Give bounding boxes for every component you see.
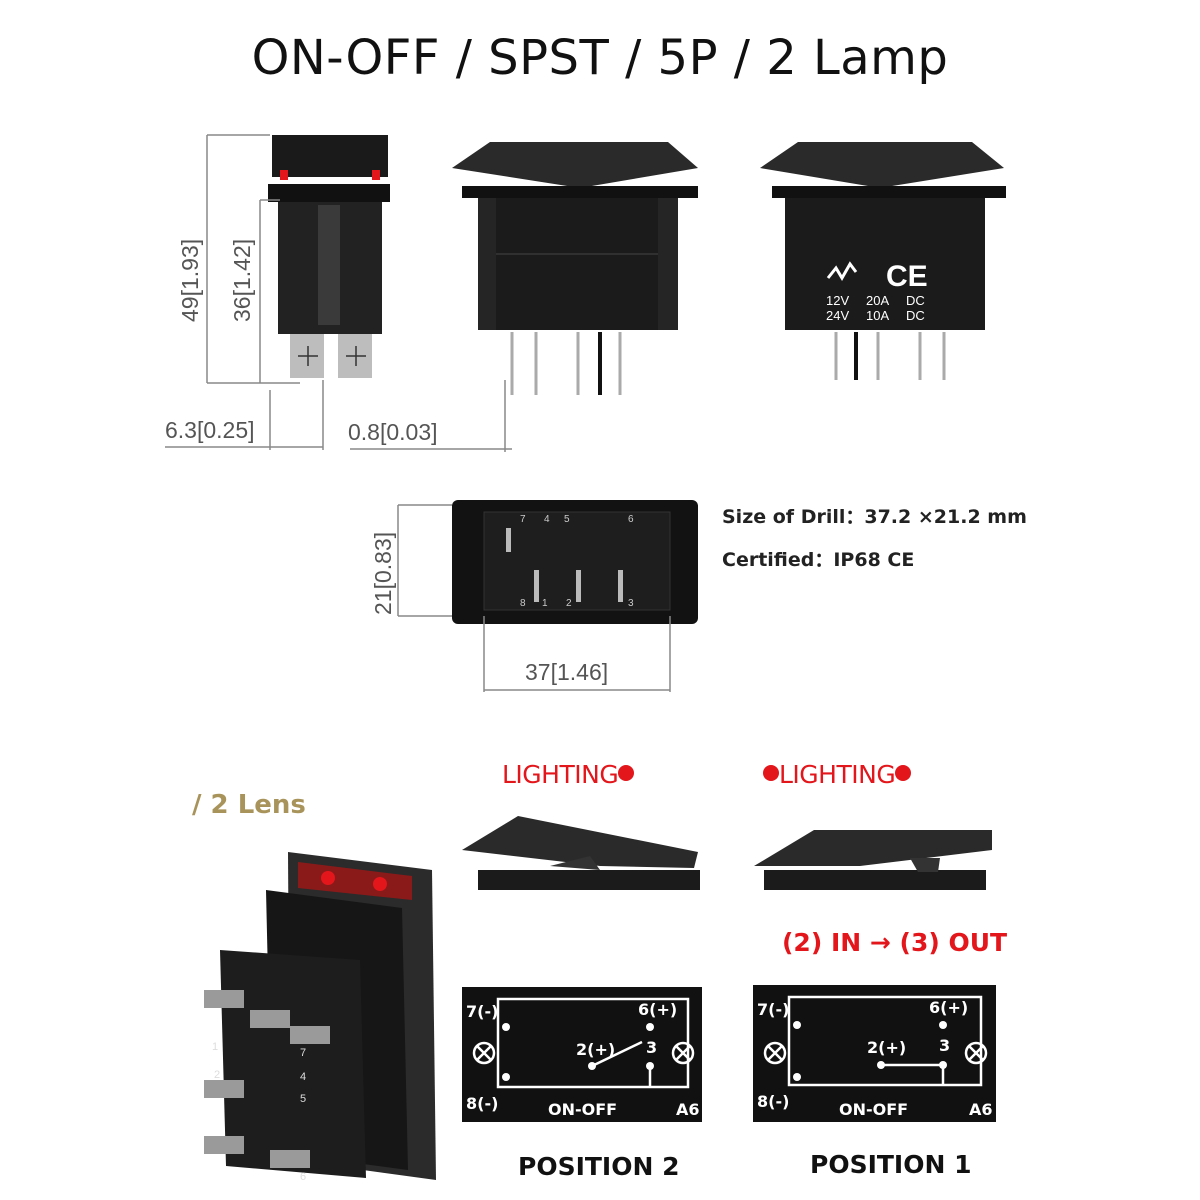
bottom-pin-2: 2 xyxy=(566,598,572,609)
lighting-label-position-1: LIGHTING xyxy=(763,760,912,789)
lamp-dot-icon xyxy=(763,765,779,781)
iso-pin-1: 1 xyxy=(212,1041,218,1053)
rating-voltage-2: 24V xyxy=(826,308,849,323)
rocker-position-2-illustration xyxy=(462,816,700,890)
switch-front-view xyxy=(452,142,698,395)
pin-3-label: 3 xyxy=(939,1036,950,1055)
dim-terminal-width: 6.3[0.25] xyxy=(165,417,255,443)
pin-7-label: 7(-) xyxy=(466,1002,498,1021)
drill-size-spec: Size of Drill：37.2 ×21.2 mm xyxy=(722,506,1027,528)
pin-3-label: 3 xyxy=(646,1038,657,1057)
bottom-pin-4: 4 xyxy=(544,514,550,525)
rocker-position-1-illustration xyxy=(754,830,992,890)
pin-8-label: 8(-) xyxy=(466,1094,498,1113)
rating-current-2: 10A xyxy=(866,308,889,323)
position-2-label: POSITION 2 xyxy=(518,1152,680,1181)
pin-2-label: 2(+) xyxy=(867,1038,906,1057)
bottom-pin-3: 3 xyxy=(628,598,634,609)
switch-side-view xyxy=(268,135,390,378)
lighting-text: LIGHTING xyxy=(779,760,896,789)
bottom-pin-8: 8 xyxy=(520,598,526,609)
page-title: ON-OFF / SPST / 5P / 2 Lamp xyxy=(251,30,949,86)
switch-3d-view: 1 2 7 4 5 6 xyxy=(204,852,436,1183)
dimension-drawing: 49[1.93] 36[1.42] 6.3[0.25] 0.8[0.03] CE… xyxy=(165,134,1006,692)
iso-pin-5: 5 xyxy=(300,1093,306,1105)
pin-6-label: 6(+) xyxy=(638,1000,677,1019)
pin-8-label: 8(-) xyxy=(757,1092,789,1111)
dim-panel-width: 37[1.46] xyxy=(525,659,608,685)
dim-terminal-thickness: 0.8[0.03] xyxy=(348,419,438,445)
model-label: A6 xyxy=(969,1100,993,1119)
lighting-text: LIGHTING xyxy=(502,760,619,789)
pin-2-label: 2(+) xyxy=(576,1040,615,1059)
lamp-dot-icon xyxy=(618,765,635,781)
mode-label: ON-OFF xyxy=(548,1100,617,1119)
lighting-label-position-2: LIGHTING xyxy=(502,760,635,789)
iso-pin-7: 7 xyxy=(300,1047,306,1059)
iso-pin-6: 6 xyxy=(300,1171,306,1183)
rating-type-2: DC xyxy=(906,308,925,323)
flow-label: (2) IN → (3) OUT xyxy=(782,928,1008,957)
dim-height-total: 49[1.93] xyxy=(177,239,203,322)
rating-voltage-1: 12V xyxy=(826,293,849,308)
rating-current-1: 20A xyxy=(866,293,889,308)
certification-spec: Certified：IP68 CE xyxy=(722,549,915,571)
lens-caption: / 2 Lens xyxy=(192,790,306,820)
schematic-position-2: 7(-) 6(+) 2(+) 3 8(-) ON-OFF A6 xyxy=(462,987,702,1122)
model-label: A6 xyxy=(676,1100,700,1119)
pin-6-label: 6(+) xyxy=(929,998,968,1017)
bottom-pin-6: 6 xyxy=(628,514,634,525)
bottom-pin-1: 1 xyxy=(542,598,548,609)
dim-height-body: 36[1.42] xyxy=(229,239,255,322)
switch-bottom-view: 7 4 5 6 8 1 2 3 xyxy=(452,500,698,624)
pin-7-label: 7(-) xyxy=(757,1000,789,1019)
rocker-illustrations xyxy=(462,816,992,890)
dim-panel-height: 21[0.83] xyxy=(370,532,396,615)
mode-label: ON-OFF xyxy=(839,1100,908,1119)
lamp-dot-icon xyxy=(895,765,912,781)
iso-pin-4: 4 xyxy=(300,1071,306,1083)
iso-pin-2: 2 xyxy=(214,1069,220,1081)
bottom-pin-5: 5 xyxy=(564,514,570,525)
position-1-label: POSITION 1 xyxy=(810,1150,972,1179)
rating-type-1: DC xyxy=(906,293,925,308)
schematic-position-1: 7(-) 6(+) 2(+) 3 8(-) ON-OFF A6 xyxy=(753,985,996,1122)
bottom-pin-7: 7 xyxy=(520,514,526,525)
switch-back-view: CE 12V 20A DC 24V 10A DC xyxy=(760,142,1006,380)
ce-mark: CE xyxy=(886,260,928,293)
